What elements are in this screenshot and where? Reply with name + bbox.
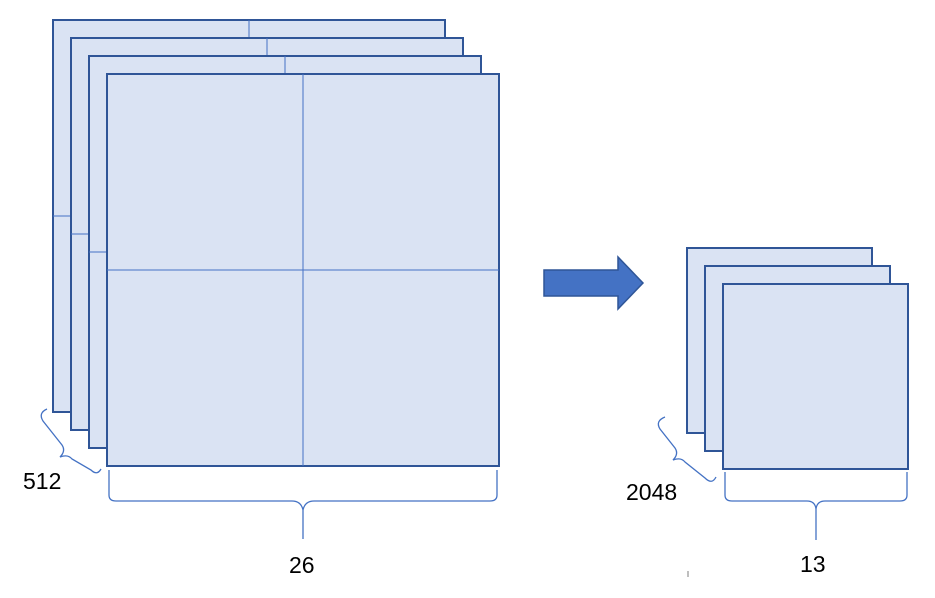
input-feature-stack xyxy=(52,19,500,467)
input-size-brace xyxy=(108,470,498,539)
output-layer-front xyxy=(722,283,909,470)
input-depth-brace xyxy=(40,408,102,474)
output-depth-brace xyxy=(657,416,717,482)
output-size-label: 13 xyxy=(800,551,826,577)
output-feature-stack xyxy=(686,247,909,470)
right-arrow-icon xyxy=(543,255,645,311)
input-layer-front xyxy=(106,73,500,467)
input-depth-label: 512 xyxy=(23,468,62,494)
output-depth-label: 2048 xyxy=(626,479,678,505)
output-size-brace xyxy=(724,472,908,540)
input-size-label: 26 xyxy=(289,552,315,578)
